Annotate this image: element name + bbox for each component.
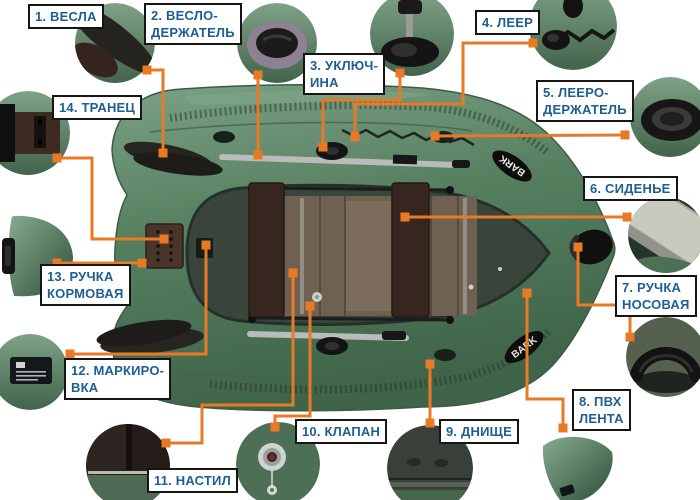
label-floorboard: 11. НАСТИЛ — [147, 468, 238, 494]
rope-holder-photo — [630, 77, 700, 157]
connector-endpoints — [52, 38, 635, 448]
label-rowlock: 3. УКЛЮЧ- ИНА — [303, 53, 386, 96]
label-transom: 14. ТРАНЕЦ — [52, 95, 143, 121]
transom-bracket-on-boat — [145, 223, 184, 269]
boat-oar-bottom — [96, 319, 409, 355]
connector-grab-rope — [353, 41, 533, 137]
label-pvc-tape: 8. ПВХ ЛЕНТА — [572, 389, 631, 432]
label-valve: 10. КЛАПАН — [295, 419, 388, 445]
connector-rope-holder — [434, 133, 626, 138]
label-rope-holder: 5. ЛЕЕРО- ДЕРЖАТЕЛЬ — [536, 80, 634, 123]
connector-valve — [273, 306, 312, 427]
label-seat: 6. СИДЕНЬЕ — [583, 176, 678, 202]
label-bow-handle: 7. РУЧКА НОСОВАЯ — [615, 275, 697, 318]
connector-lines — [57, 41, 632, 445]
connector-pvc-tape — [525, 293, 565, 428]
label-stern-handle: 13. РУЧКА КОРМОВАЯ — [40, 264, 131, 307]
label-oar-holder: 2. ВЕСЛО- ДЕРЖАТЕЛЬ — [144, 3, 242, 46]
label-oars: 1. ВЕСЛА — [28, 4, 104, 30]
connector-oars — [147, 68, 165, 153]
connector-marking — [70, 245, 208, 356]
label-marking: 12. МАРКИРО- ВКА — [64, 358, 172, 401]
connector-bow-handle — [576, 247, 632, 337]
connector-rowlock — [321, 73, 402, 147]
connector-transom — [57, 156, 164, 241]
grab-rope-line — [341, 128, 475, 147]
marking-photo — [0, 334, 68, 410]
label-hull-bottom: 9. ДНИЩЕ — [439, 419, 519, 445]
bow-handle-on-boat — [569, 229, 613, 265]
grab-rope-photo — [529, 0, 617, 70]
oar-holder-photo — [237, 3, 317, 83]
boat-floorboard — [284, 196, 502, 316]
connector-floorboard — [166, 273, 295, 445]
rowlock-photo — [370, 0, 454, 76]
transom-photo — [0, 91, 70, 175]
label-grab-rope: 4. ЛЕЕР — [475, 10, 540, 36]
hull-bottom-photo — [387, 425, 473, 500]
bow-handle-photo — [626, 317, 700, 397]
pvc-tape-photo — [534, 422, 622, 500]
